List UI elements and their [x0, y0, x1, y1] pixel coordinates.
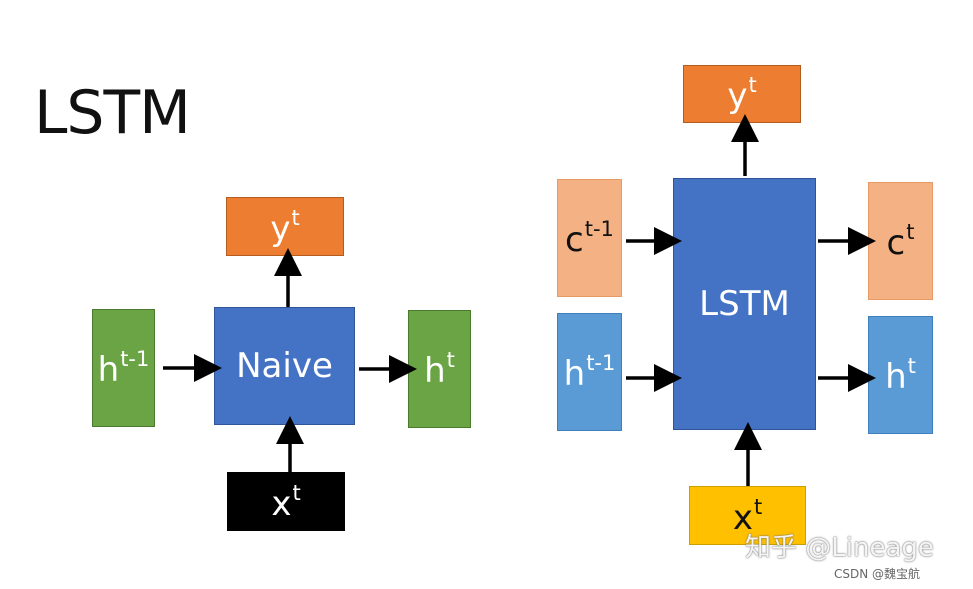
- naive-input-box: xt: [227, 472, 345, 531]
- lstm-hidden-out-label: ht: [885, 354, 916, 397]
- lstm-cell-out-label: ct: [886, 220, 915, 263]
- watermark-main: 知乎 @Lineage: [745, 533, 934, 563]
- naive-input-label: xt: [271, 480, 301, 524]
- lstm-cell-in-label: ct-1: [565, 217, 614, 260]
- lstm-cell-in-box: ct-1: [557, 179, 622, 297]
- naive-output-label: yt: [270, 205, 300, 249]
- lstm-hidden-in-label: ht-1: [563, 351, 616, 394]
- lstm-input-box: xt: [689, 486, 806, 545]
- lstm-core-label: LSTM: [699, 284, 790, 324]
- lstm-hidden-in-box: ht-1: [557, 313, 622, 431]
- naive-hidden-out-box: ht: [408, 310, 471, 428]
- lstm-output-box: yt: [683, 65, 801, 123]
- naive-hidden-in-label: ht-1: [97, 347, 150, 390]
- naive-hidden-out-label: ht: [424, 348, 455, 391]
- lstm-input-label: xt: [732, 494, 763, 538]
- naive-output-box: yt: [226, 197, 344, 256]
- lstm-cell-out-box: ct: [868, 182, 933, 300]
- naive-core-box: Naive: [214, 307, 355, 425]
- diagram-title: LSTM: [34, 78, 191, 148]
- naive-core-label: Naive: [236, 346, 333, 386]
- lstm-hidden-out-box: ht: [868, 316, 933, 434]
- naive-hidden-in-box: ht-1: [92, 309, 155, 427]
- lstm-core-box: LSTM: [673, 178, 816, 430]
- watermark-sub: CSDN @魏宝航: [834, 567, 921, 581]
- lstm-output-label: yt: [727, 73, 757, 116]
